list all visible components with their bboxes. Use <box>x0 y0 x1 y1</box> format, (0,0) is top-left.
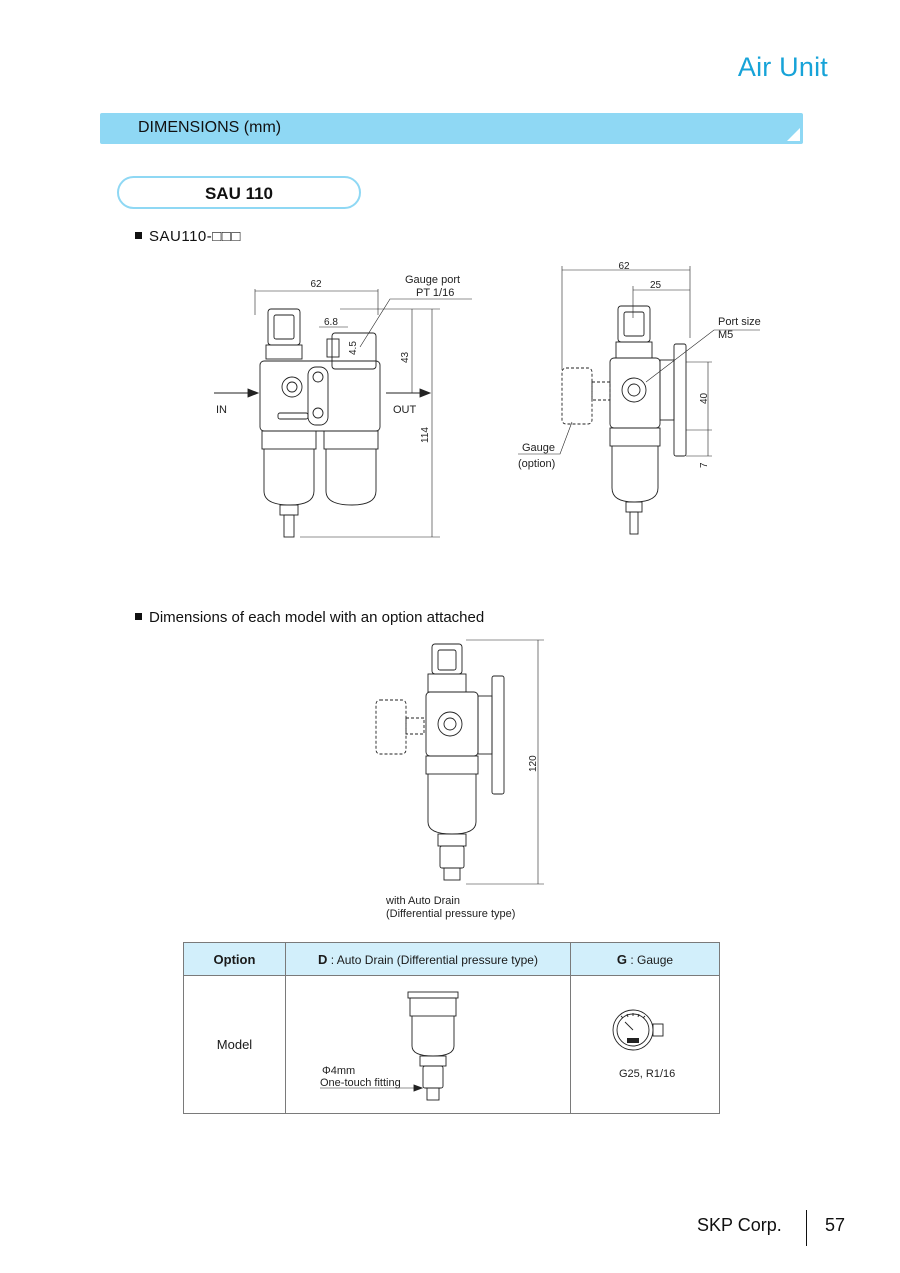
caption-line-1: with Auto Drain <box>386 895 460 907</box>
caption-line-2: (Differential pressure type) <box>386 908 516 920</box>
gauge-drawing <box>612 1009 664 1051</box>
side-view-drawing: 62 25 Port size M5 40 7 Gauge (option) <box>518 261 761 535</box>
model-name-badge: SAU 110 <box>117 176 361 209</box>
bullet-square-icon <box>135 612 142 620</box>
gauge-port-label: Gauge port <box>405 274 460 286</box>
options-heading: Dimensions of each model with an option … <box>135 609 484 626</box>
model-name: SAU 110 <box>204 184 274 203</box>
dim-6-8: 6.8 <box>324 317 338 328</box>
corner-fold-icon <box>787 128 800 141</box>
front-view-drawing: 62 Gauge port PT 1/16 6.8 4.5 43 114 IN … <box>214 274 472 538</box>
model-code-text: SAU110-□□□ <box>149 228 241 245</box>
row-label-model: Model <box>183 975 286 1114</box>
dim-40: 40 <box>699 392 710 404</box>
dim-7: 7 <box>699 462 710 468</box>
options-heading-text: Dimensions of each model with an option … <box>149 609 485 626</box>
port-size-label: Port size <box>718 316 761 328</box>
model-code-heading: SAU110-□□□ <box>135 228 241 245</box>
gauge-cell: G25, R1/16 <box>570 975 720 1114</box>
table-row: Model Φ4mm One-touch fitting <box>183 975 720 1114</box>
out-label: OUT <box>393 404 417 416</box>
gauge-label: Gauge <box>522 442 555 454</box>
header-gauge: G : Gauge <box>570 942 720 976</box>
header-auto-drain: D : Auto Drain (Differential pressure ty… <box>285 942 571 976</box>
option-label: (option) <box>518 458 555 470</box>
page-header-title: Air Unit <box>737 52 828 82</box>
gauge-port-size: PT 1/16 <box>416 287 454 299</box>
footer-divider <box>806 1210 807 1246</box>
option-caption: with Auto Drain (Differential pressure t… <box>386 895 515 921</box>
gauge-note: G25, R1/16 <box>619 1068 676 1080</box>
header-g-text: : Gauge <box>630 952 674 967</box>
section-title-bar: DIMENSIONS (mm) <box>100 113 803 144</box>
front-width-dim: 62 <box>310 279 322 290</box>
drain-note-line-2: One-touch fitting <box>320 1077 401 1089</box>
page-number: 57 <box>825 1215 846 1235</box>
header-g-code: G <box>616 951 628 967</box>
header-d-code: D <box>318 951 328 967</box>
side-width-dim: 62 <box>618 261 630 272</box>
dim-114: 114 <box>420 427 431 443</box>
auto-drain-drawing <box>320 991 459 1101</box>
footer-company: SKP Corp. <box>697 1215 782 1235</box>
drain-note-line-1: Φ4mm <box>322 1065 356 1077</box>
option-view-drawing: 120 <box>375 639 544 885</box>
dim-25: 25 <box>650 280 662 291</box>
dim-4-5: 4.5 <box>348 341 359 355</box>
dim-43: 43 <box>400 351 411 363</box>
port-size-value: M5 <box>718 329 733 341</box>
section-title: DIMENSIONS (mm) <box>138 119 282 136</box>
header-option: Option <box>183 942 286 976</box>
in-label: IN <box>216 404 227 416</box>
options-table: Option D : Auto Drain (Differential pres… <box>183 942 720 1114</box>
dim-120: 120 <box>528 755 539 772</box>
auto-drain-cell: Φ4mm One-touch fitting <box>285 975 571 1114</box>
table-header-row: Option D : Auto Drain (Differential pres… <box>183 942 720 976</box>
header-d-text: : Auto Drain (Differential pressure type… <box>330 952 538 967</box>
bullet-square-icon <box>135 231 142 239</box>
